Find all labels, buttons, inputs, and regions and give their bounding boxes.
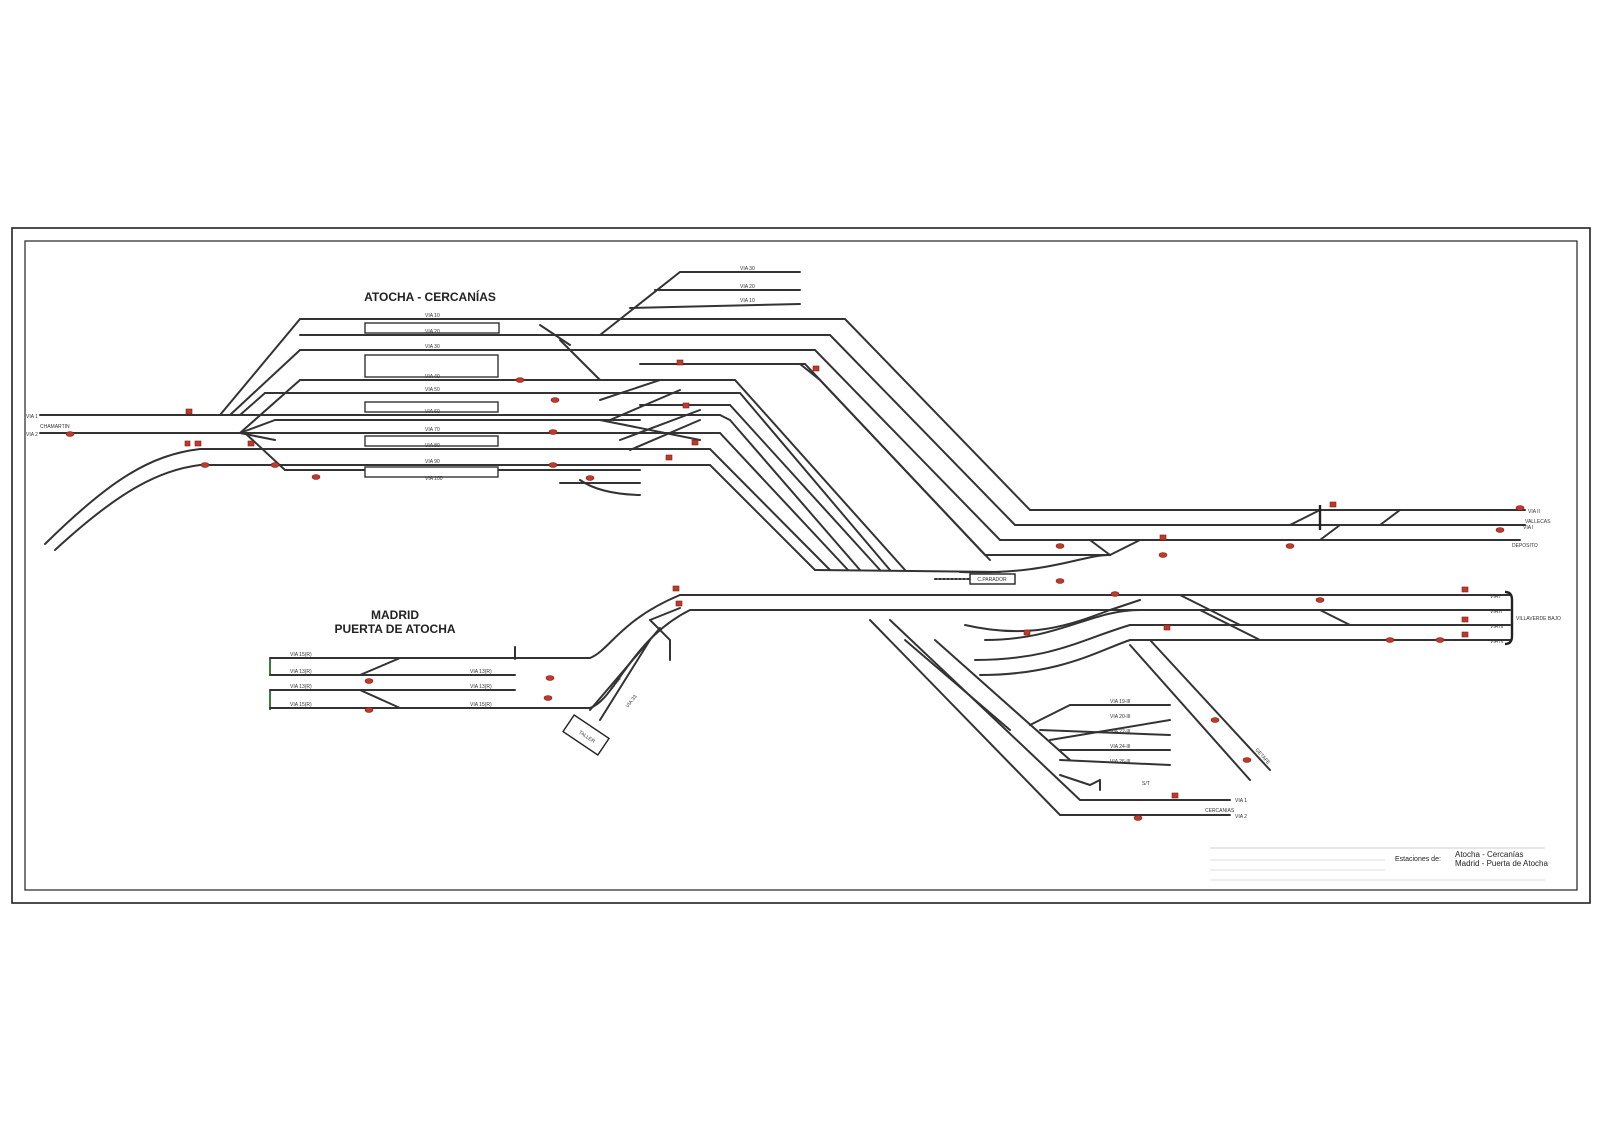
cercanias-via-2: VIA 2: [1235, 814, 1247, 820]
right-via-i: VIA I: [1523, 525, 1534, 531]
track-label: VIA 10: [425, 313, 440, 319]
track-label: VIA 20: [425, 329, 440, 335]
title-madrid: MADRID: [371, 608, 419, 622]
yard-track-labels: VIA 19-III VIA 20-III VIA 22-III VIA 24-…: [1110, 699, 1150, 787]
villaverde-via-4: VIA IV: [1490, 639, 1505, 645]
legend-line-1: Atocha - Cercanías: [1455, 850, 1523, 859]
track-label: VIA 13(R): [470, 684, 492, 690]
track-label: VIA 26-III: [1110, 759, 1131, 765]
cruce-label: C.PARADOR: [977, 577, 1007, 583]
platform-1: [364, 322, 500, 334]
chamartin-label: CHAMARTIN: [40, 424, 70, 430]
track-label: VIA 50: [425, 387, 440, 393]
signals: [65, 359, 1525, 821]
upper-track-labels: VIA 10 VIA 20 VIA 30 VIA 40 VIA 50 VIA 6…: [425, 266, 755, 482]
track-label: VIA 15(R): [290, 702, 312, 708]
track-label: VIA 13(R): [470, 669, 492, 675]
outer-frame: [11, 227, 1591, 904]
legend-line-2: Madrid - Puerta de Atocha: [1455, 859, 1548, 868]
legend: Estaciones de: Atocha - Cercanías Madrid…: [1210, 847, 1548, 881]
villaverde-via-1: VIA I: [1490, 594, 1501, 600]
track-label: VIA 13(R): [290, 684, 312, 690]
right-via-ii: VIA II: [1528, 509, 1540, 515]
track-label: VIA 22-III: [1110, 729, 1131, 735]
track-label: VIA 60: [425, 409, 440, 415]
cercanias-label: CERCANIAS: [1205, 808, 1235, 814]
platform-2: [364, 354, 499, 378]
track-label: VIA 15(R): [470, 702, 492, 708]
track-label: VIA 13(R): [290, 669, 312, 675]
getafe-label: GETAFE: [1254, 747, 1272, 766]
track-label: VIA 20-III: [1110, 714, 1131, 720]
sv-label: S/T: [1142, 781, 1150, 787]
lower-tracks: [269, 554, 1514, 781]
title-atocha-cercanias: ATOCHA - CERCANÍAS: [364, 289, 496, 304]
legend-label: Estaciones de:: [1395, 856, 1441, 863]
title-puerta-de-atocha: PUERTA DE ATOCHA: [334, 622, 455, 636]
track-label: VIA 30: [425, 344, 440, 350]
track-label: VIA 40: [425, 374, 440, 380]
bottom-diagonals: [869, 619, 1231, 816]
taller-track-2: VIA 33: [625, 694, 639, 709]
platform-3: [364, 401, 499, 413]
track-label: VIA 90: [425, 459, 440, 465]
cercanias-via-1: VIA 1: [1235, 798, 1247, 804]
track-label: VIA 100: [425, 476, 443, 482]
track-label: VIA 30: [740, 266, 755, 272]
track-label: VIA 70: [425, 427, 440, 433]
deposito-label: DEPOSITO: [1512, 543, 1538, 549]
vallecas-label: VALLECAS: [1525, 519, 1551, 525]
taller-area: TALLER VIA 31 VIA 33: [562, 619, 671, 757]
villaverde-via-3: VIA III: [1490, 624, 1503, 630]
via1-left-label: VIA 1: [26, 414, 38, 420]
upper-tracks: [39, 271, 1526, 573]
track-label: VIA 20: [740, 284, 755, 290]
track-label: VIA 24-III: [1110, 744, 1131, 750]
track-label: VIA 10: [740, 298, 755, 304]
track-label: VIA 80: [425, 443, 440, 449]
track-label: VIA 19-III: [1110, 699, 1131, 705]
via2-left-label: VIA 2: [26, 432, 38, 438]
platform-4: [364, 435, 499, 447]
villaverde-bajo-label: VILLAVERDE BAJO: [1516, 616, 1561, 622]
platform-5: [364, 466, 499, 478]
inner-frame: [24, 240, 1578, 891]
taller-box: [562, 713, 610, 757]
villaverde-via-2: VIA II: [1490, 609, 1502, 615]
track-label: VIA 15(R): [290, 652, 312, 658]
taller-track-1: VIA 31: [609, 676, 623, 691]
lower-track-labels: VIA 15(R) VIA 13(R) VIA 13(R) VIA 15(R) …: [290, 652, 492, 708]
destination-labels: VIA 1 VIA 2 CHAMARTIN VALLECAS DEPOSITO …: [26, 414, 1561, 820]
